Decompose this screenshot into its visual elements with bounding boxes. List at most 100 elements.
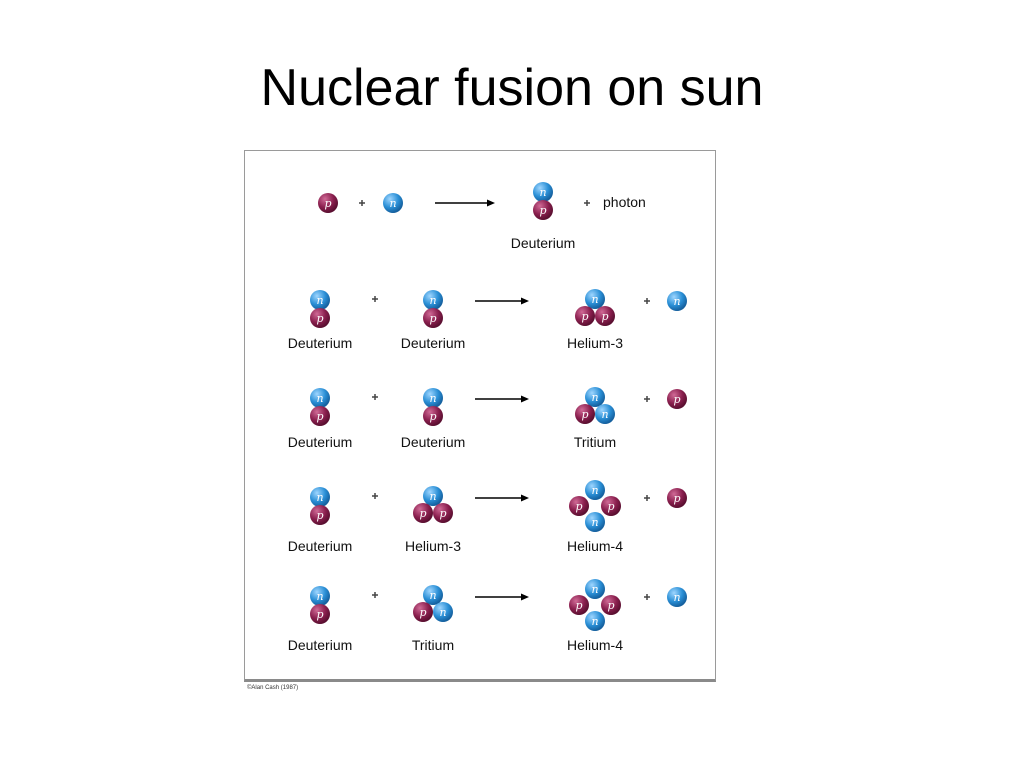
- proton-symbol: p: [607, 599, 614, 612]
- neutron-symbol: n: [591, 391, 598, 404]
- proton-particle: [667, 488, 687, 508]
- proton-symbol: p: [439, 507, 446, 520]
- neutron-symbol: n: [601, 408, 608, 421]
- species-label: Helium-3: [567, 335, 623, 351]
- neutron-particle: [585, 387, 605, 407]
- photon-label: photon: [603, 194, 646, 210]
- neutron-symbol: n: [591, 583, 598, 596]
- proton-particle: [310, 604, 330, 624]
- neutron-particle: [310, 586, 330, 606]
- arrowhead-icon: [487, 199, 495, 207]
- proton-symbol: p: [419, 606, 426, 619]
- proton-symbol: p: [324, 197, 331, 210]
- proton-particle: [423, 406, 443, 426]
- proton-particle: [310, 505, 330, 525]
- species-label: Deuterium: [401, 335, 466, 351]
- neutron-particle: [585, 611, 605, 631]
- species-label: Helium-3: [405, 538, 461, 554]
- slide-title: Nuclear fusion on sun: [260, 59, 764, 117]
- species-label: Tritium: [574, 434, 616, 450]
- neutron-particle: [423, 290, 443, 310]
- proton-particle: [533, 200, 553, 220]
- species-label: Helium-4: [567, 637, 623, 653]
- image-credit: ©Alan Cash (1987): [247, 685, 299, 691]
- proton-particle: [423, 308, 443, 328]
- neutron-particle: [585, 480, 605, 500]
- proton-symbol: p: [575, 599, 582, 612]
- species-label: Deuterium: [511, 235, 576, 251]
- neutron-particle: [423, 585, 443, 605]
- proton-particle: [310, 308, 330, 328]
- arrowhead-icon: [521, 297, 529, 305]
- neutron-symbol: n: [591, 293, 598, 306]
- neutron-particle: [585, 512, 605, 532]
- proton-particle: [569, 595, 589, 615]
- neutron-particle: [310, 388, 330, 408]
- neutron-particle: [585, 579, 605, 599]
- proton-symbol: p: [601, 310, 608, 323]
- neutron-symbol: n: [591, 516, 598, 529]
- proton-particle: [310, 406, 330, 426]
- proton-symbol: p: [316, 509, 323, 522]
- neutron-particle: [310, 487, 330, 507]
- arrowhead-icon: [521, 593, 529, 601]
- neutron-symbol: n: [316, 294, 323, 307]
- neutron-particle: [585, 289, 605, 309]
- proton-particle: [667, 389, 687, 409]
- proton-symbol: p: [607, 500, 614, 513]
- species-label: Deuterium: [288, 538, 353, 554]
- proton-symbol: p: [581, 310, 588, 323]
- neutron-symbol: n: [429, 392, 436, 405]
- neutron-symbol: n: [591, 484, 598, 497]
- species-label: Tritium: [412, 637, 454, 653]
- proton-symbol: p: [575, 500, 582, 513]
- proton-symbol: p: [316, 312, 323, 325]
- neutron-particle: [310, 290, 330, 310]
- proton-particle: [595, 306, 615, 326]
- proton-symbol: p: [673, 492, 680, 505]
- proton-symbol: p: [539, 204, 546, 217]
- neutron-symbol: n: [429, 294, 436, 307]
- proton-symbol: p: [429, 410, 436, 423]
- proton-particle: [569, 496, 589, 516]
- proton-particle: [413, 602, 433, 622]
- species-label: Helium-4: [567, 538, 623, 554]
- arrowhead-icon: [521, 395, 529, 403]
- proton-symbol: p: [429, 312, 436, 325]
- species-label: Deuterium: [288, 335, 353, 351]
- neutron-symbol: n: [389, 197, 396, 210]
- neutron-symbol: n: [673, 295, 680, 308]
- neutron-symbol: n: [429, 490, 436, 503]
- proton-symbol: p: [581, 408, 588, 421]
- neutron-symbol: n: [539, 186, 546, 199]
- neutron-symbol: n: [316, 590, 323, 603]
- proton-particle: [575, 306, 595, 326]
- neutron-symbol: n: [316, 392, 323, 405]
- neutron-symbol: n: [673, 591, 680, 604]
- proton-particle: [601, 496, 621, 516]
- neutron-particle: [423, 486, 443, 506]
- proton-particle: [433, 503, 453, 523]
- neutron-particle: [595, 404, 615, 424]
- proton-symbol: p: [673, 393, 680, 406]
- species-label: Deuterium: [288, 637, 353, 653]
- proton-symbol: p: [316, 410, 323, 423]
- proton-symbol: p: [419, 507, 426, 520]
- neutron-symbol: n: [316, 491, 323, 504]
- neutron-symbol: n: [429, 589, 436, 602]
- neutron-symbol: n: [439, 606, 446, 619]
- neutron-particle: [423, 388, 443, 408]
- arrowhead-icon: [521, 494, 529, 502]
- proton-particle: [575, 404, 595, 424]
- neutron-particle: [433, 602, 453, 622]
- neutron-particle: [667, 587, 687, 607]
- neutron-particle: [667, 291, 687, 311]
- proton-particle: [413, 503, 433, 523]
- proton-particle: [318, 193, 338, 213]
- species-label: Deuterium: [288, 434, 353, 450]
- neutron-particle: [533, 182, 553, 202]
- proton-symbol: p: [316, 608, 323, 621]
- neutron-symbol: n: [591, 615, 598, 628]
